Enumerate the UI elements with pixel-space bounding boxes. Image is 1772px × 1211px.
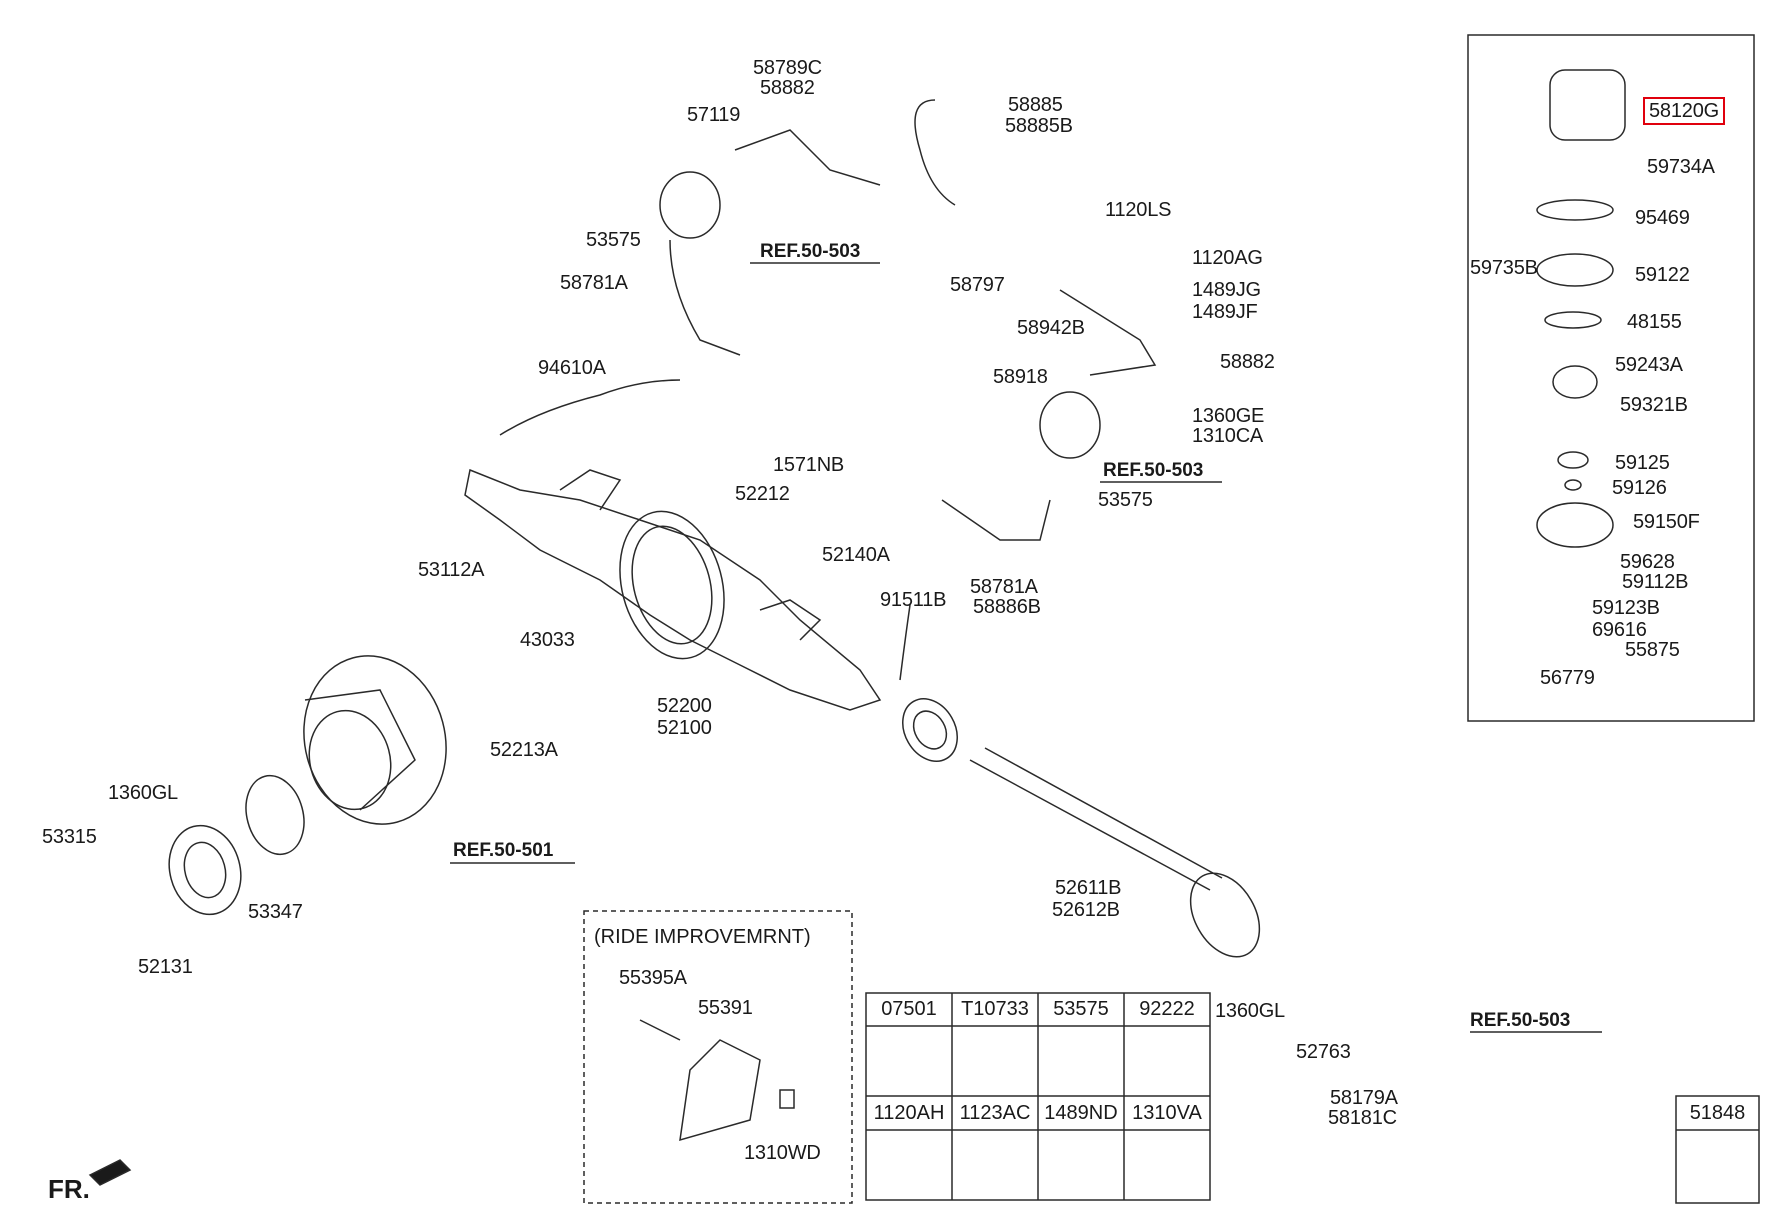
label-53315: 53315 bbox=[42, 826, 97, 848]
label-95469: 95469 bbox=[1635, 207, 1690, 229]
label-59122: 59122 bbox=[1635, 264, 1690, 286]
label-59123B: 59123B bbox=[1592, 597, 1660, 619]
label-1120LS: 1120LS bbox=[1105, 199, 1172, 221]
label-69616: 69616 bbox=[1592, 619, 1647, 641]
label-52140A: 52140A bbox=[822, 544, 890, 566]
label-55391: 55391 bbox=[698, 997, 753, 1019]
label-55875: 55875 bbox=[1625, 639, 1680, 661]
label-56779: 56779 bbox=[1540, 667, 1595, 689]
ride-bracket bbox=[639, 1019, 795, 1142]
abs-sensor-wire bbox=[499, 379, 911, 681]
label-1360GE: 1360GE bbox=[1192, 405, 1265, 427]
front-arrow-icon bbox=[88, 1159, 132, 1186]
label-1489JG: 1489JG bbox=[1192, 279, 1261, 301]
label-53347: 53347 bbox=[248, 901, 303, 923]
ride-improvement-title: (RIDE IMPROVEMRNT) bbox=[594, 926, 811, 948]
label-43033: 43033 bbox=[520, 629, 575, 651]
label-59150F: 59150F bbox=[1633, 511, 1700, 533]
label-58886B: 58886B bbox=[973, 596, 1041, 618]
table-cell-T10733: T10733 bbox=[961, 998, 1029, 1020]
single-part-label: 51848 bbox=[1689, 1102, 1746, 1124]
label-52212: 52212 bbox=[735, 483, 790, 505]
label-58918: 58918 bbox=[993, 366, 1048, 388]
label-59125: 59125 bbox=[1615, 452, 1670, 474]
ref-50-503-top: REF.50-503 bbox=[760, 241, 861, 262]
table-cell-53575: 53575 bbox=[1053, 998, 1109, 1020]
label-58942B: 58942B bbox=[1017, 317, 1085, 339]
hub-flange bbox=[168, 774, 305, 916]
hub-drum bbox=[303, 655, 447, 825]
table-cell-92222: 92222 bbox=[1139, 998, 1195, 1020]
label-55395A: 55395A bbox=[619, 967, 687, 989]
label-59628: 59628 bbox=[1620, 551, 1675, 573]
single-part-box bbox=[1675, 1095, 1760, 1204]
label-53575-right: 53575 bbox=[1098, 489, 1153, 511]
label-58179A: 58179A bbox=[1330, 1087, 1398, 1109]
table-cell-1123AC: 1123AC bbox=[959, 1102, 1031, 1124]
label-1571NB: 1571NB bbox=[773, 454, 845, 476]
label-59735B: 59735B bbox=[1470, 257, 1538, 279]
label-53112A: 53112A bbox=[418, 559, 485, 581]
label-1310CA: 1310CA bbox=[1192, 425, 1264, 447]
label-52131: 52131 bbox=[138, 956, 193, 978]
label-1120AG: 1120AG bbox=[1192, 247, 1263, 269]
ref-50-503-middle: REF.50-503 bbox=[1103, 460, 1204, 481]
label-94610A: 94610A bbox=[538, 357, 606, 379]
label-58181C: 58181C bbox=[1328, 1107, 1397, 1129]
inset-frame bbox=[1467, 34, 1755, 722]
label-58882: 58882 bbox=[760, 77, 815, 99]
front-direction-label: FR. bbox=[48, 1174, 90, 1204]
label-52763: 52763 bbox=[1296, 1041, 1351, 1063]
axle-shaft bbox=[969, 747, 1261, 958]
label-58885B: 58885B bbox=[1005, 115, 1073, 137]
label-1360GL-left: 1360GL bbox=[108, 782, 178, 804]
label-52612B: 52612B bbox=[1052, 899, 1120, 921]
table-cell-1489ND: 1489ND bbox=[1044, 1102, 1118, 1124]
label-52213A: 52213A bbox=[490, 739, 558, 761]
label-59112B: 59112B bbox=[1622, 571, 1689, 593]
label-52611B: 52611B bbox=[1055, 877, 1122, 899]
axle-housing bbox=[464, 468, 882, 711]
label-1489JF: 1489JF bbox=[1192, 301, 1258, 323]
label-59126: 59126 bbox=[1612, 477, 1667, 499]
label-59734A: 59734A bbox=[1647, 156, 1715, 178]
bearing bbox=[902, 698, 958, 762]
label-57119: 57119 bbox=[687, 104, 741, 126]
label-58120G-highlighted: 58120G bbox=[1643, 97, 1725, 125]
label-59243A: 59243A bbox=[1615, 354, 1683, 376]
label-58789C: 58789C bbox=[753, 57, 822, 79]
table-cell-1310VA: 1310VA bbox=[1132, 1102, 1202, 1124]
table-cell-07501: 07501 bbox=[881, 998, 937, 1020]
ride-improvement-box bbox=[583, 910, 853, 1204]
brake-chambers bbox=[659, 99, 1157, 541]
label-58797: 58797 bbox=[950, 274, 1005, 296]
label-52200: 52200 bbox=[657, 695, 712, 717]
hardware-table bbox=[865, 992, 1211, 1201]
label-58885: 58885 bbox=[1008, 94, 1063, 116]
label-91511B: 91511B bbox=[880, 589, 947, 611]
label-58882-right: 58882 bbox=[1220, 351, 1275, 373]
label-53575-top: 53575 bbox=[586, 229, 641, 251]
label-1310WD: 1310WD bbox=[744, 1142, 821, 1164]
air-spring-components bbox=[1536, 69, 1626, 548]
ref-50-503-bottom: REF.50-503 bbox=[1470, 1010, 1571, 1031]
label-48155: 48155 bbox=[1627, 311, 1682, 333]
label-1360GL-right: 1360GL bbox=[1215, 1000, 1285, 1022]
label-58781A-top: 58781A bbox=[560, 272, 628, 294]
ref-underlines bbox=[450, 262, 1602, 1033]
ref-50-501: REF.50-501 bbox=[453, 840, 554, 861]
label-52100: 52100 bbox=[657, 717, 712, 739]
label-58781A-right: 58781A bbox=[970, 576, 1038, 598]
label-59321B: 59321B bbox=[1620, 394, 1688, 416]
table-cell-1120AH: 1120AH bbox=[873, 1102, 945, 1124]
